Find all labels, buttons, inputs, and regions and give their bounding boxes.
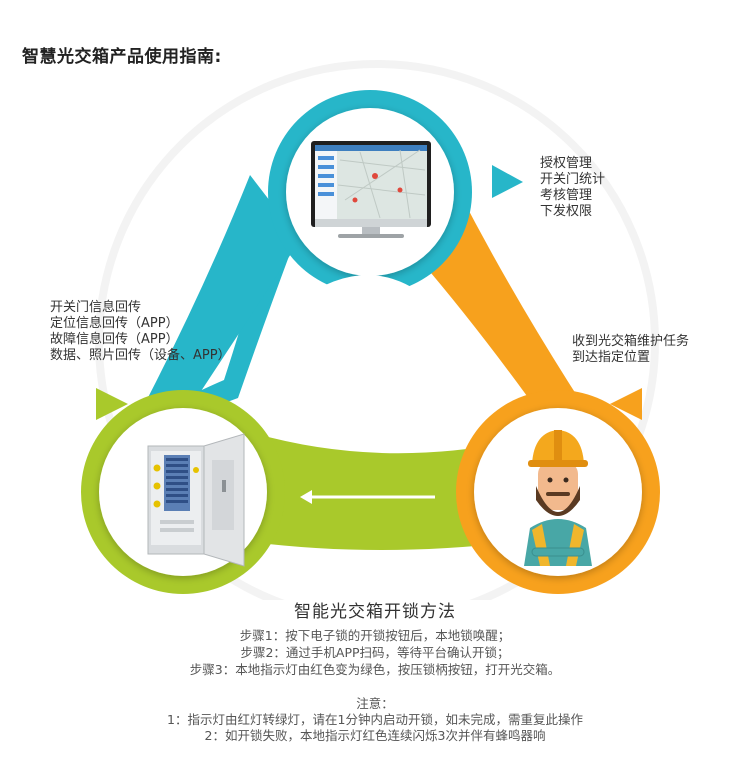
green-connector	[236, 432, 530, 550]
green-pointer-icon	[96, 388, 128, 420]
app-features-list: 开关门信息回传 定位信息回传（APP） 故障信息回传（APP） 数据、照片回传（…	[50, 300, 231, 364]
fiber-cabinet-icon	[147, 433, 245, 567]
feature-assessment: 考核管理	[540, 188, 593, 203]
worker-task-list: 收到光交箱维护任务 到达指定位置	[572, 334, 689, 366]
orange-pointer-icon	[610, 388, 642, 420]
unlock-steps: 步骤1：按下电子锁的开锁按钮后，本地锁唤醒； 步骤2：通过手机APP扫码，等待平…	[0, 627, 750, 678]
page-title: 智慧光交箱产品使用指南:	[22, 47, 222, 67]
app-feature-location: 定位信息回传（APP）	[50, 316, 179, 331]
note-1: 1：指示灯由红灯转绿灯，请在1分钟内启动开锁，如未完成，需重复此操作	[167, 712, 583, 727]
notes-heading: 注意：	[356, 696, 394, 711]
cyan-pointer-icon	[492, 165, 523, 198]
step-1: 步骤1：按下电子锁的开锁按钮后，本地锁唤醒；	[239, 628, 511, 643]
outer-ring	[95, 60, 659, 600]
platform-features-list: 授权管理 开关门统计 考核管理 下发权限	[540, 156, 605, 220]
step-2: 步骤2：通过手机APP扫码，等待平台确认开锁；	[240, 645, 510, 660]
unlock-method-title: 智能光交箱开锁方法	[294, 602, 456, 622]
notes-section: 注意： 1：指示灯由红灯转绿灯，请在1分钟内启动开锁，如未完成，需重复此操作 2…	[0, 696, 750, 744]
feature-issue-permission: 下发权限	[540, 204, 593, 219]
app-feature-data-photo: 数据、照片回传（设备、APP）	[50, 348, 231, 363]
note-2: 2：如开锁失败，本地指示灯红色连续闪烁3次并伴有蜂鸣器响	[204, 728, 546, 743]
flow-arrows	[245, 299, 495, 504]
workflow-diagram	[81, 60, 660, 600]
feature-authorization: 授权管理	[540, 156, 593, 171]
task-arrive: 到达指定位置	[572, 350, 651, 365]
computer-monitor-icon	[311, 141, 431, 238]
construction-worker-icon	[524, 430, 592, 566]
feature-door-stats: 开关门统计	[540, 172, 606, 187]
step-3: 步骤3：本地指示灯由红色变为绿色，按压锁柄按钮，打开光交箱。	[189, 662, 561, 677]
orange-connector	[420, 190, 598, 428]
app-feature-door-info: 开关门信息回传	[50, 300, 142, 315]
app-feature-fault: 故障信息回传（APP）	[50, 332, 179, 347]
task-received: 收到光交箱维护任务	[572, 334, 690, 349]
